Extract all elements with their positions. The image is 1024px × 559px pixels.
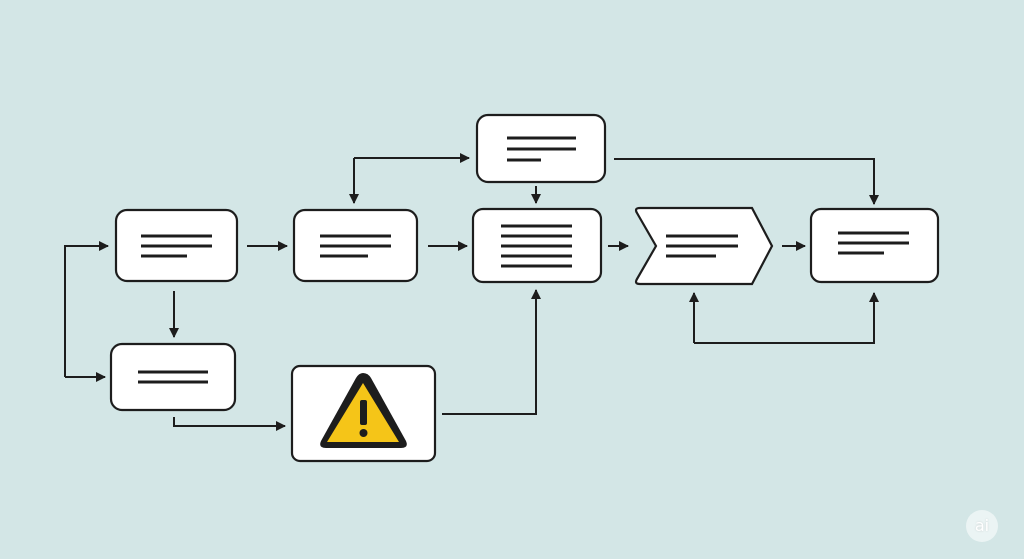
- node-warning: [290, 364, 437, 463]
- node-end-right: [809, 207, 940, 284]
- node-center-main: [471, 207, 603, 284]
- edge-loop-to-start: [64, 241, 109, 377]
- watermark-badge: ai: [966, 510, 998, 542]
- edge-feedback-to-end: [694, 292, 879, 344]
- node-lower-left: [109, 342, 237, 412]
- node-start-left: [114, 208, 239, 283]
- connectors: [64, 153, 879, 431]
- node-chevron-step: [634, 206, 774, 286]
- edge-top-to-end: [614, 158, 879, 205]
- edge-lower-to-warning: [173, 417, 286, 431]
- node-mid-left: [292, 208, 419, 283]
- node-top-center: [475, 113, 607, 184]
- warning-icon: [320, 373, 407, 448]
- edge-warning-to-center: [442, 289, 541, 415]
